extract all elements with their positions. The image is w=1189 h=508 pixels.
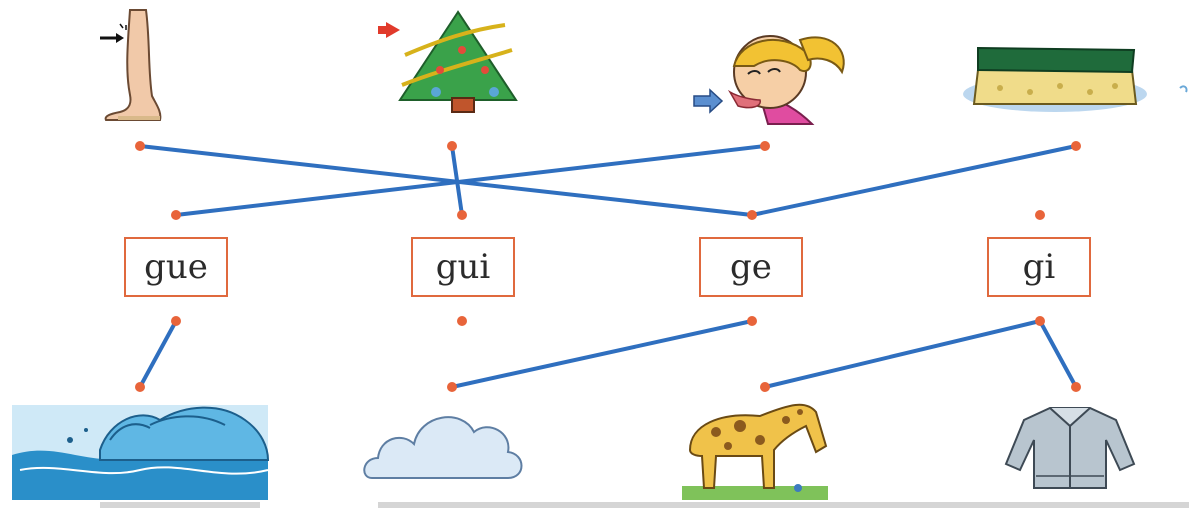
dot-below-gi[interactable] [1035,316,1045,326]
dot-bottom-cloud[interactable] [447,382,457,392]
page-edge-band [378,502,1189,508]
leg-knee-picture [100,9,162,121]
dot-bottom-wave[interactable] [135,382,145,392]
syllable-label: ge [730,247,772,287]
connection-line [1038,320,1078,388]
connection-line [451,319,753,389]
dot-above-gui[interactable] [457,210,467,220]
girl-tongue-picture [693,35,845,125]
dot-bottom-giraffe[interactable] [760,382,770,392]
giraffe-picture [682,403,828,500]
dot-top-tree[interactable] [447,141,457,151]
dot-top-leg[interactable] [135,141,145,151]
syllable-box-ge: ge [699,237,803,297]
sea-wave-picture [12,405,270,500]
syllable-label: gui [435,247,491,287]
connection-line [764,319,1041,389]
dot-above-gi[interactable] [1035,210,1045,220]
connection-line [175,144,766,217]
dot-top-sponge[interactable] [1071,141,1081,151]
jacket-picture [1004,407,1136,489]
dot-above-ge[interactable] [747,210,757,220]
syllable-box-gui: gui [411,237,515,297]
connection-dots [135,141,1081,392]
connection-line [139,144,753,217]
connection-line [138,320,178,388]
dot-above-gue[interactable] [171,210,181,220]
dot-below-gue[interactable] [171,316,181,326]
cloud-picture [363,416,523,479]
dot-below-ge[interactable] [747,316,757,326]
connection-lines [138,144,1078,389]
connection-line [751,144,1077,217]
syllable-label: gue [144,247,208,287]
wet-sponge-picture [963,46,1188,112]
syllable-box-gi: gi [987,237,1091,297]
page-edge-band [100,502,260,508]
dot-bottom-jacket[interactable] [1071,382,1081,392]
dot-below-gui[interactable] [457,316,467,326]
syllable-label: gi [1022,247,1056,287]
syllable-box-gue: gue [124,237,228,297]
christmas-tree-picture [378,10,518,113]
dot-top-girl[interactable] [760,141,770,151]
